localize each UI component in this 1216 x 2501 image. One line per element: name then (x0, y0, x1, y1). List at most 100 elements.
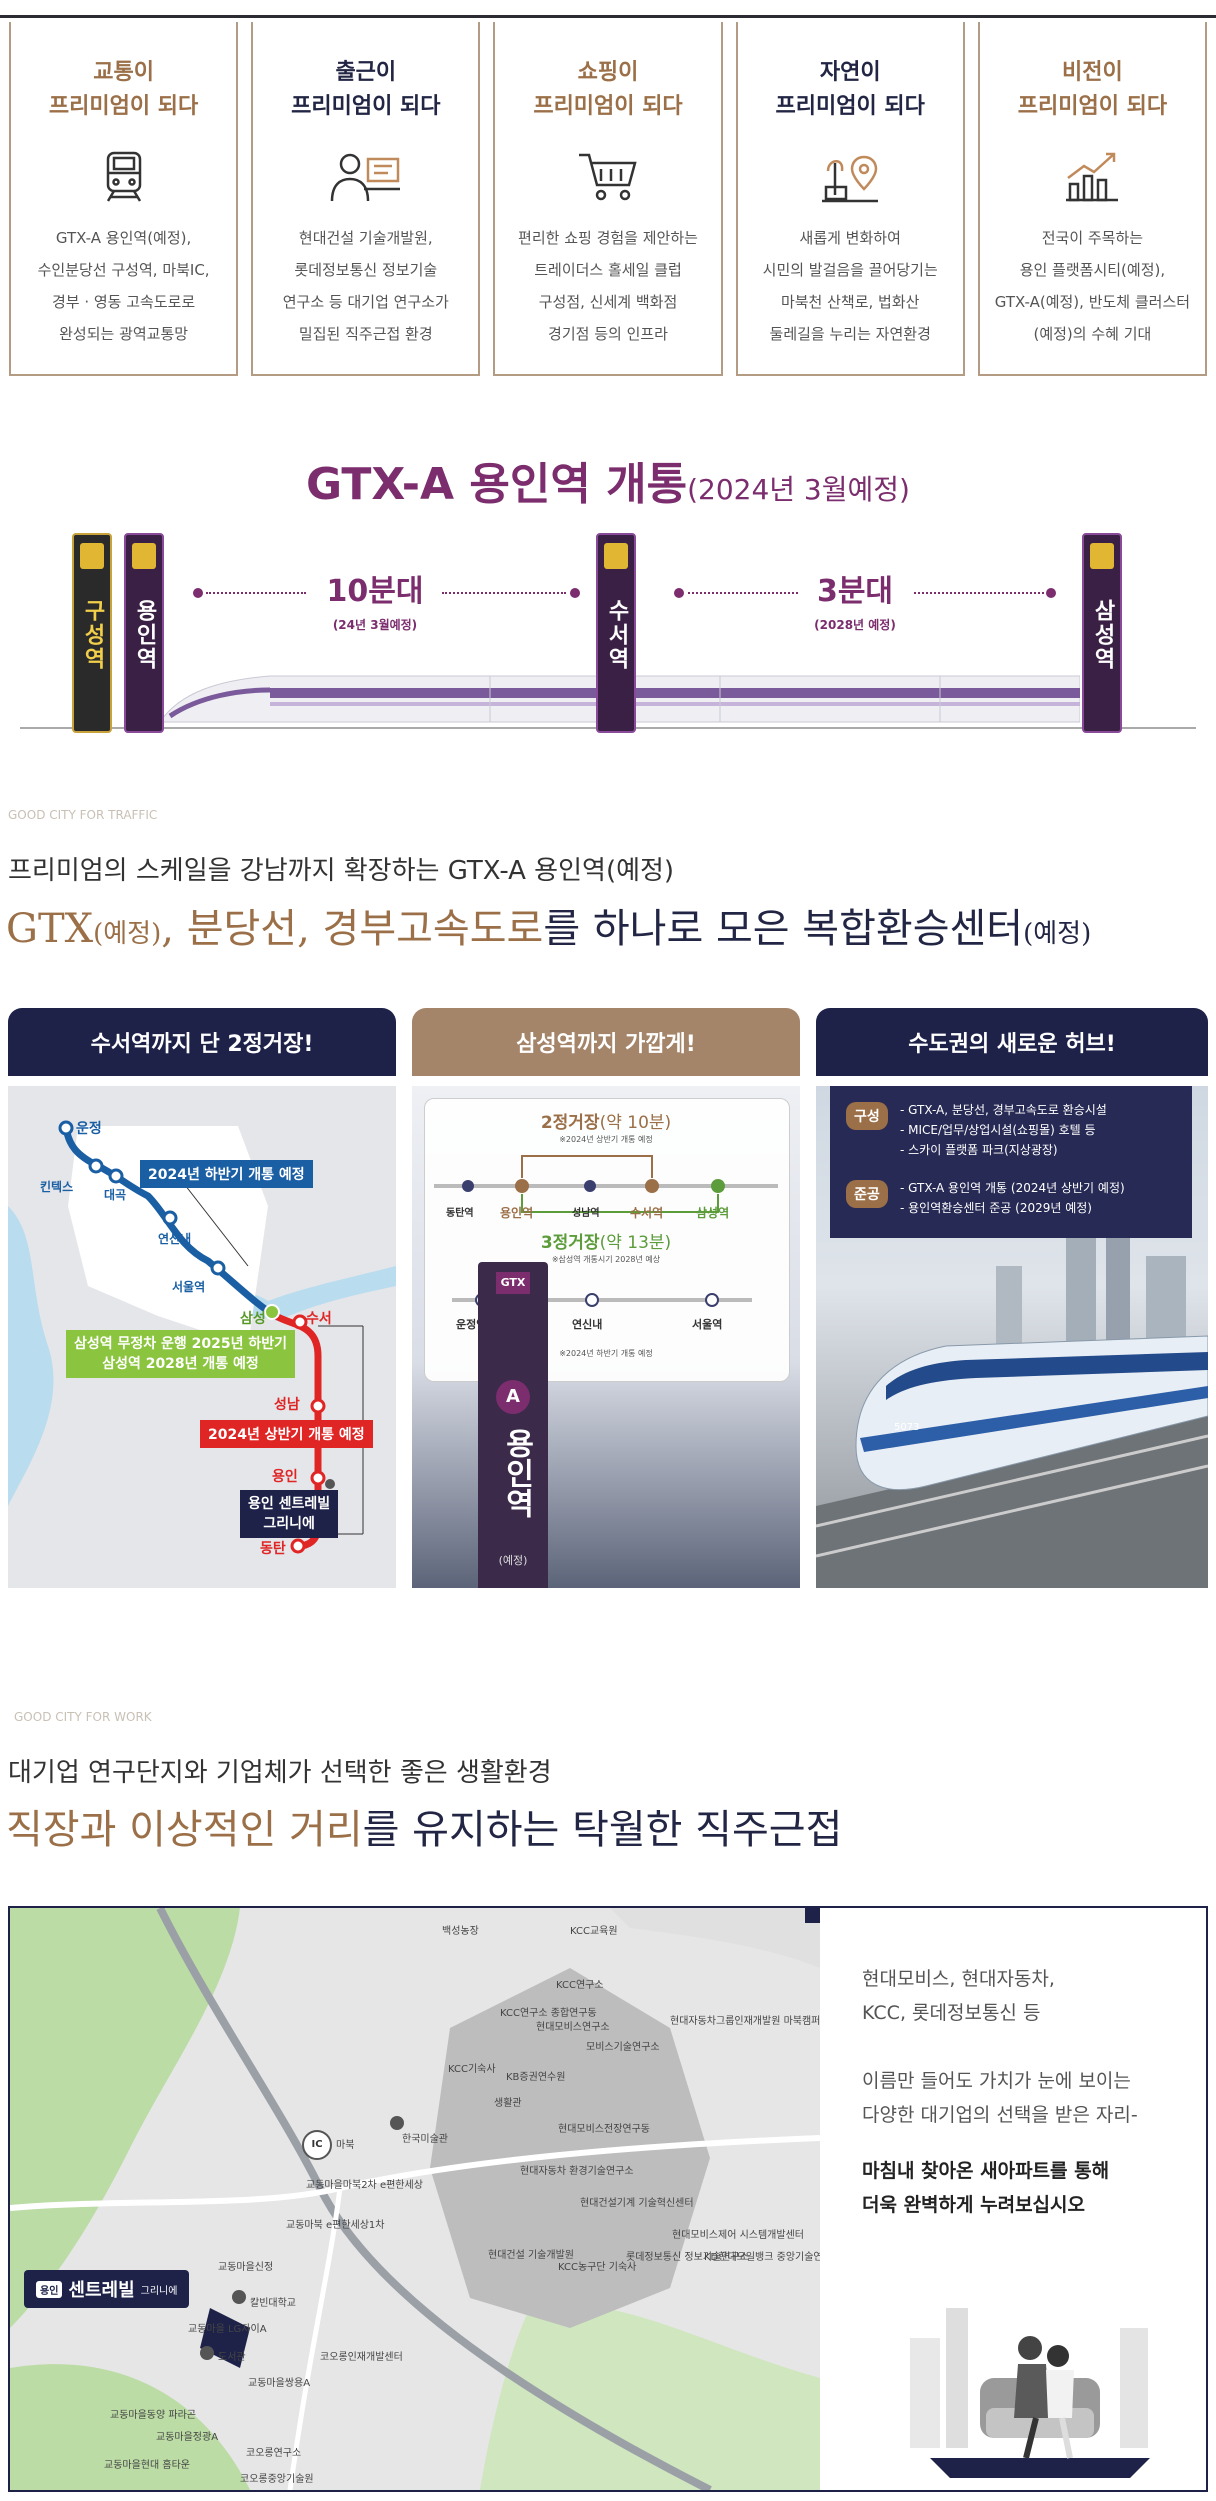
museum-pin-icon (390, 2116, 404, 2130)
station-dot-unjeong (58, 1120, 74, 1136)
map-label: 교동마을동양 파라곤 (110, 2410, 196, 2421)
station-label: 동탄 (260, 1541, 286, 1557)
work-map-graphic (10, 1908, 820, 2490)
map-label: 교동마을마북2차 e편한세상 (306, 2180, 423, 2191)
headline-gtx: GTX (6, 906, 94, 952)
brand-small: 용인 (36, 2280, 63, 2298)
desc-line: 새롭게 변화하여 (799, 229, 901, 247)
stop-label: 연신내 (572, 1318, 603, 1331)
samseong-panel: 2정거장(약 10분) ※2024년 상반기 개통 예정 동탄역 용인역 성남역… (412, 1086, 800, 1588)
duration-note: (2028년 예정) (814, 618, 896, 632)
map-label: 현대건설기계 기술혁신센터 (580, 2198, 694, 2209)
sign-letter: A (496, 1380, 530, 1414)
hub-info-box: 구성 - GTX-A, 분당선, 경부고속도로 환승시설 - MICE/업무/상… (830, 1086, 1192, 1238)
map-label: 도서관 (218, 2352, 246, 2363)
route-a-time: (약 10분) (599, 1113, 672, 1133)
desc-line: 현대건설 기술개발원, (298, 229, 433, 247)
tag-composition: 구성 (846, 1102, 888, 1130)
sign-logo: GTX (496, 1272, 530, 1294)
station-name: 구성역 (80, 599, 105, 671)
desc-line: KCC, 롯데정보통신 등 (862, 2002, 1041, 2024)
map-label: KCC기숙사 (448, 2064, 496, 2075)
headline-separator: , (161, 906, 187, 952)
desc-line: 이름만 들어도 가치가 눈에 보이는 (862, 2070, 1131, 2092)
gtx-logo-icon (80, 543, 104, 569)
shopping-cart-icon (495, 142, 720, 212)
desc-line: 완성되는 광역교통망 (59, 325, 189, 343)
info-line: - GTX-A, 분당선, 경부고속도로 환승시설 (900, 1103, 1107, 1117)
tag-samseong: 삼성역 무정차 운행 2025년 하반기 삼성역 2028년 개통 예정 (66, 1330, 296, 1378)
tag-line: 삼성역 2028년 개통 예정 (102, 1356, 259, 1372)
route-dotted-line (688, 592, 798, 594)
map-label: 현대건설 기술개발원 (488, 2250, 574, 2261)
work-desc-value: 이름만 들어도 가치가 눈에 보이는 다양한 대기업의 선택을 받은 자리- (862, 2064, 1138, 2132)
duration-note: (24년 3월예정) (332, 618, 418, 632)
desc-line: 구성점, 신세계 백화점 (538, 293, 678, 311)
station-pillar-suseo: 수서역 (596, 533, 636, 733)
work-panel: IC 마북 용인 센트레빌 그리니에 백성농장 KCC교육원 KCC연구소 KC… (8, 1906, 1208, 2492)
map-label: KB증권연수원 (506, 2072, 566, 2083)
desc-line: 편리한 쇼핑 경험을 제안하는 (518, 229, 698, 247)
desc-line: GTX-A(예정), 반도체 클러스터 (994, 293, 1191, 311)
station-label: 서울역 (172, 1280, 206, 1294)
desc-line: 현대모비스, 현대자동차, (862, 1968, 1055, 1990)
tag-line: 삼성역 무정차 운행 2025년 하반기 (74, 1336, 288, 1352)
desc-line: 경기점 등의 인프라 (548, 325, 668, 343)
traffic-headline: GTX(예정), 분당선, 경부고속도로를 하나로 모은 복합환승센터(예정) (6, 896, 1091, 954)
route-dot (674, 588, 684, 598)
premium-cards: 교통이 프리미엄이 되다 GTX-A 용인역(예정), 수인분당선 구성역, 마… (9, 22, 1208, 376)
premium-card-nature: 자연이 프리미엄이 되다 새롭게 변화하여 시민의 발걸음을 끌어당기는 마북천… (735, 22, 965, 376)
desc-line: 밀집된 직주근접 환경 (298, 325, 433, 343)
premium-card-vision: 비전이 프리미엄이 되다 전국이 주목하는 용인 플랫폼시티(예정), GTX-… (977, 22, 1208, 376)
map-label: 교동마을 LG자이A (188, 2324, 267, 2335)
premium-card-commute: 출근이 프리미엄이 되다 현대건설 기술개발원, 롯데정보통신 정보기술 연구소… (251, 22, 481, 376)
card-title-2: 프리미엄이 되다 (48, 94, 199, 119)
card-title-1: 출근이 (335, 60, 397, 85)
desc-line: 트레이더스 홀세일 클럽 (534, 261, 682, 279)
headline-end: (예정) (1023, 919, 1092, 949)
work-map: IC 마북 용인 센트레빌 그리니에 백성농장 KCC교육원 KCC연구소 KC… (10, 1908, 820, 2490)
tag-line: 그리니에 (263, 1516, 315, 1532)
desc-line: 전국이 주목하는 (1041, 229, 1144, 247)
headline-gtx-note: (예정) (93, 919, 162, 949)
work-lead: 대기업 연구단지와 기업체가 선택한 좋은 생활환경 (8, 1758, 552, 1788)
segment-duration-2: 3분대 (2028년 예정) (800, 566, 910, 633)
route-a-stops: 2정거장 (540, 1113, 600, 1133)
headline-highway: 경부고속도로 (322, 906, 544, 952)
map-label: 현대자동차그룹인재개발원 마북캠퍼스 (670, 2016, 820, 2027)
map-label: 교동마북 e편한세상1차 (286, 2220, 385, 2231)
card-title-2: 프리미엄이 되다 (775, 94, 925, 119)
route-a-note: ※2024년 상반기 개통 예정 (559, 1135, 653, 1144)
growth-chart-icon (980, 142, 1205, 212)
library-pin-icon (200, 2346, 214, 2360)
card-desc: 현대건설 기술개발원, 롯데정보통신 정보기술 연구소 등 대기업 연구소가 밀… (253, 222, 478, 350)
desc-line: 시민의 발걸음을 끌어당기는 (762, 261, 938, 279)
card-title-2: 프리미엄이 되다 (1017, 94, 1168, 119)
stop-label: 성남역 (572, 1208, 600, 1219)
map-label: 코오롱인재개발센터 (320, 2352, 403, 2363)
desc-line: (예정)의 수혜 기대 (1033, 325, 1152, 343)
nature-location-icon (738, 142, 963, 212)
card-title-1: 교통이 (93, 60, 154, 85)
panel-head-suseo: 수서역까지 단 2정거장! (8, 1008, 396, 1076)
map-label: 현대모비스전장연구동 (558, 2124, 650, 2135)
gtx-logo-icon (604, 543, 628, 569)
section-eyebrow-traffic: GOOD CITY FOR TRAFFIC (8, 808, 158, 822)
info-line: - GTX-A 용인역 개통 (2024년 상반기 예정) (900, 1181, 1125, 1195)
stop-label: 삼성역 (696, 1206, 730, 1220)
map-label: KCC연구소 (556, 1980, 604, 1991)
premium-card-traffic: 교통이 프리미엄이 되다 GTX-A 용인역(예정), 수인분당선 구성역, 마… (9, 22, 239, 376)
station-label: 킨텍스 (40, 1180, 74, 1194)
work-desc-companies: 현대모비스, 현대자동차, KCC, 롯데정보통신 등 (862, 1962, 1055, 2030)
sign-mark: (예정) (498, 1554, 528, 1567)
station-label: 운정 (76, 1121, 102, 1137)
card-desc: 전국이 주목하는 용인 플랫폼시티(예정), GTX-A(예정), 반도체 클러… (980, 222, 1205, 350)
info-line: - 스카이 플랫폼 파크(지상광장) (900, 1143, 1058, 1157)
route-b-time: (약 13분) (599, 1233, 672, 1253)
tag-2024-h2: 2024년 하반기 개통 예정 (140, 1160, 313, 1188)
traffic-lead: 프리미엄의 스케일을 강남까지 확장하는 GTX-A 용인역(예정) (8, 856, 675, 886)
headline-rest: 를 하나로 모은 복합환승센터 (543, 906, 1024, 952)
university-pin-icon (232, 2290, 246, 2304)
gtx-logo-icon (132, 543, 156, 569)
map-label: 현대자동차 환경기술연구소 (520, 2166, 634, 2177)
